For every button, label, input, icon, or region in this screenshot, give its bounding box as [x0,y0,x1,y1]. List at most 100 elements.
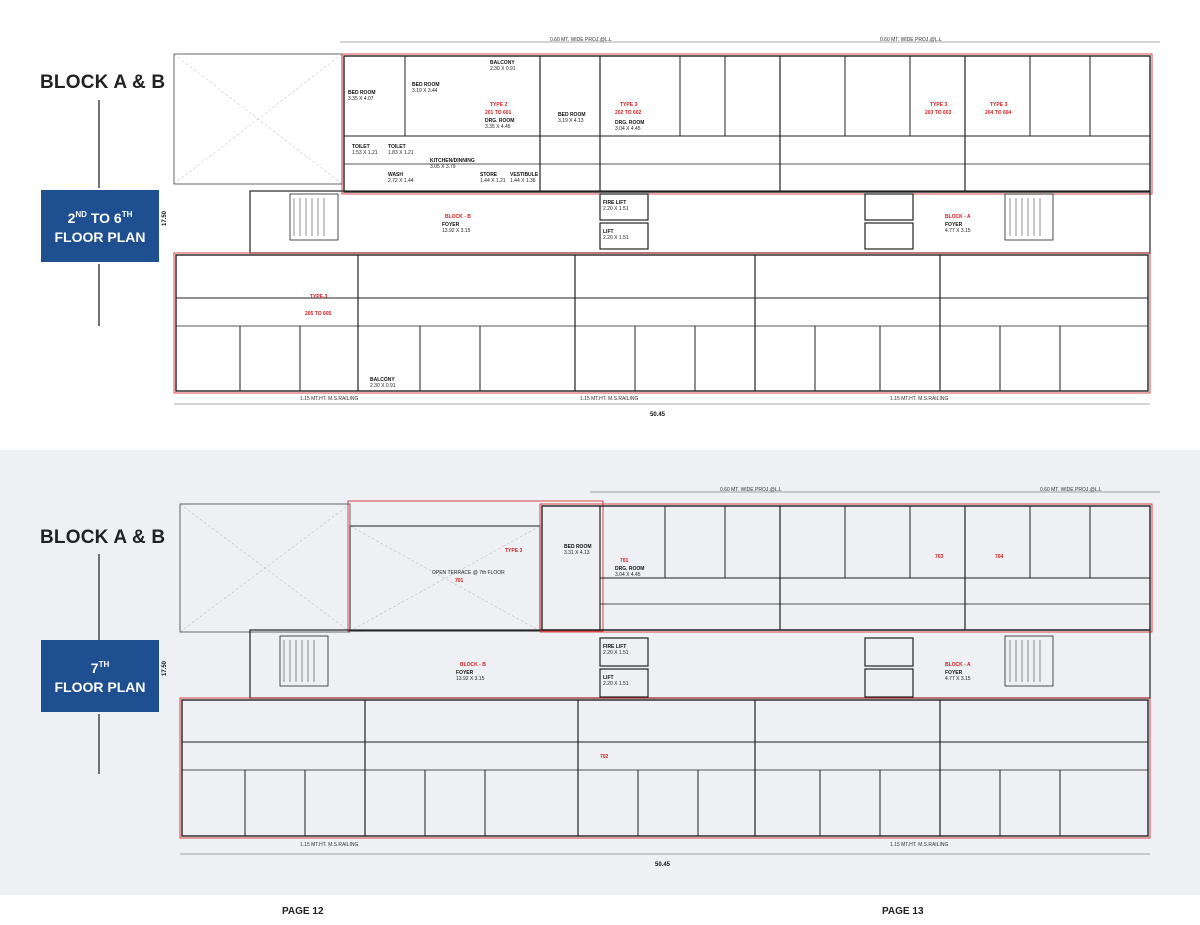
svg-text:3.05 X 3.79: 3.05 X 3.79 [430,164,456,170]
svg-text:2.20 X 1.51: 2.20 X 1.51 [603,650,629,656]
room-label: FOYER [456,670,474,676]
svg-text:13.92 X 3.15: 13.92 X 3.15 [456,676,485,682]
block-label: BLOCK - A [945,214,971,220]
room-label: BED ROOM [348,90,376,96]
room-label: FOYER [945,222,963,228]
page-number-left: PAGE 12 [282,906,324,917]
room-label: LIFT [603,675,614,681]
divider-line [98,264,100,326]
floor-plan-svg: 0.60 MT. WIDE PROJ.@L.L 0.60 MT. WIDE PR… [162,37,1160,418]
room-label: DRG. ROOM [615,566,644,572]
unit-number: 205 TO 605 [305,311,332,317]
svg-text:3.19 X 4.13: 3.19 X 4.13 [558,118,584,124]
badge-line1: 7TH [90,660,110,676]
svg-text:2.20 X 1.51: 2.20 X 1.51 [603,206,629,212]
block-label: BLOCK - B [445,214,471,220]
divider-line [98,554,100,640]
svg-text:1.53 X 1.21: 1.53 X 1.21 [352,150,378,156]
block-title: BLOCK A & B [40,527,166,548]
room-label: BALCONY [490,60,515,66]
plan-section-7th: BLOCK A & B 7TH FLOOR PLAN 0.60 MT. WIDE… [0,450,1200,895]
badge-line2: FLOOR PLAN [54,679,146,695]
divider-line [98,100,100,188]
svg-text:3.04 X 4.45: 3.04 X 4.45 [615,126,641,132]
unit-type: TYPE 3 [310,294,327,300]
badge-line2: FLOOR PLAN [54,229,146,245]
unit-type: TYPE 3 [930,102,947,108]
svg-text:13.92 X 3.15: 13.92 X 3.15 [442,228,471,234]
room-label: BED ROOM [412,82,440,88]
height-dimension: 17.50 [162,210,168,226]
svg-text:2.20 X 1.51: 2.20 X 1.51 [603,681,629,687]
room-label: KITCHEN/DINNING [430,158,475,164]
unit-number: 703 [935,554,944,560]
unit-number: 704 [995,554,1004,560]
svg-text:3.31 X 4.13: 3.31 X 4.13 [564,550,590,556]
room-label: BED ROOM [558,112,586,118]
svg-text:2.20 X 1.51: 2.20 X 1.51 [603,235,629,241]
room-label: FOYER [945,670,963,676]
railing-note: 1.15 MT.HT. M.S.RAILING [300,842,358,848]
floor-plan-drawing: 0.60 MT. WIDE PROJ.@L.L 0.60 MT. WIDE PR… [160,486,1200,876]
svg-text:1.44 X 1.21: 1.44 X 1.21 [480,178,506,184]
width-dimension: 50.45 [650,412,666,418]
svg-text:1.83 X 1.21: 1.83 X 1.21 [388,150,414,156]
svg-text:2.30 X 0.91: 2.30 X 0.91 [370,383,396,389]
unit-type: TYPE 3 [505,548,522,554]
projection-note: 0.60 MT. WIDE PROJ.@L.L [550,37,612,43]
unit-number: 701 [620,558,629,564]
room-label: FOYER [442,222,460,228]
unit-number: 204 TO 604 [985,110,1012,116]
terrace-unit: 701 [455,578,464,584]
width-dimension: 50.45 [655,862,671,868]
floor-badge: 2ND TO 6TH FLOOR PLAN [41,190,159,262]
projection-note: 0.60 MT. WIDE PROJ.@L.L [720,487,782,493]
unit-type: TYPE 3 [620,102,637,108]
unit-number: 702 [600,754,609,760]
room-label: DRG. ROOM [615,120,644,126]
unit-number: 202 TO 602 [615,110,642,116]
height-dimension: 17.50 [162,660,168,676]
railing-note: 1.15 MT.HT. M.S.RAILING [580,396,638,402]
svg-text:2.72 X 1.44: 2.72 X 1.44 [388,178,414,184]
railing-note: 1.15 MT.HT. M.S.RAILING [890,396,948,402]
railing-note: 1.15 MT.HT. M.S.RAILING [300,396,358,402]
room-label: LIFT [603,229,614,235]
plan-section-2nd-6th: BLOCK A & B 2ND TO 6TH FLOOR PLAN 0.60 M… [0,0,1200,447]
room-label: STORE [480,172,498,178]
room-label: TOILET [388,144,406,150]
block-title: BLOCK A & B [40,72,166,93]
page-number-right: PAGE 13 [882,906,924,917]
svg-text:4.77 X 3.15: 4.77 X 3.15 [945,676,971,682]
room-label: BALCONY [370,377,395,383]
svg-text:2.30 X 0.91: 2.30 X 0.91 [490,66,516,72]
block-label: BLOCK - B [460,662,486,668]
floor-plan-svg: 0.60 MT. WIDE PROJ.@L.L 0.60 MT. WIDE PR… [162,487,1160,868]
svg-text:3.04 X 4.45: 3.04 X 4.45 [615,572,641,578]
room-label: WASH [388,172,403,178]
unit-type: TYPE 2 [490,102,507,108]
unit-number: 203 TO 603 [925,110,952,116]
room-label: TOILET [352,144,370,150]
projection-note: 0.60 MT. WIDE PROJ.@L.L [880,37,942,43]
room-label: FIRE LIFT [603,644,626,650]
room-label: DRG. ROOM [485,118,514,124]
terrace-label: OPEN TERRACE @ 7th FLOOR [432,570,505,576]
unit-number: 201 TO 601 [485,110,512,116]
floor-plan-drawing: 0.60 MT. WIDE PROJ.@L.L 0.60 MT. WIDE PR… [160,36,1200,426]
svg-text:3.35 X 4.07: 3.35 X 4.07 [348,96,374,102]
railing-note: 1.15 MT.HT. M.S.RAILING [890,842,948,848]
svg-text:1.44 X 1.36: 1.44 X 1.36 [510,178,536,184]
svg-text:4.77 X 3.15: 4.77 X 3.15 [945,228,971,234]
unit-type: TYPE 3 [990,102,1007,108]
room-label: BED ROOM [564,544,592,550]
floor-badge: 7TH FLOOR PLAN [41,640,159,712]
projection-note: 0.60 MT. WIDE PROJ.@L.L [1040,487,1102,493]
svg-text:3.19 X 3.44: 3.19 X 3.44 [412,88,438,94]
room-label: VESTIBULE [510,172,539,178]
badge-line1: 2ND TO 6TH [67,210,133,226]
block-label: BLOCK - A [945,662,971,668]
divider-line [98,714,100,774]
svg-text:3.35 X 4.45: 3.35 X 4.45 [485,124,511,130]
room-label: FIRE LIFT [603,200,626,206]
